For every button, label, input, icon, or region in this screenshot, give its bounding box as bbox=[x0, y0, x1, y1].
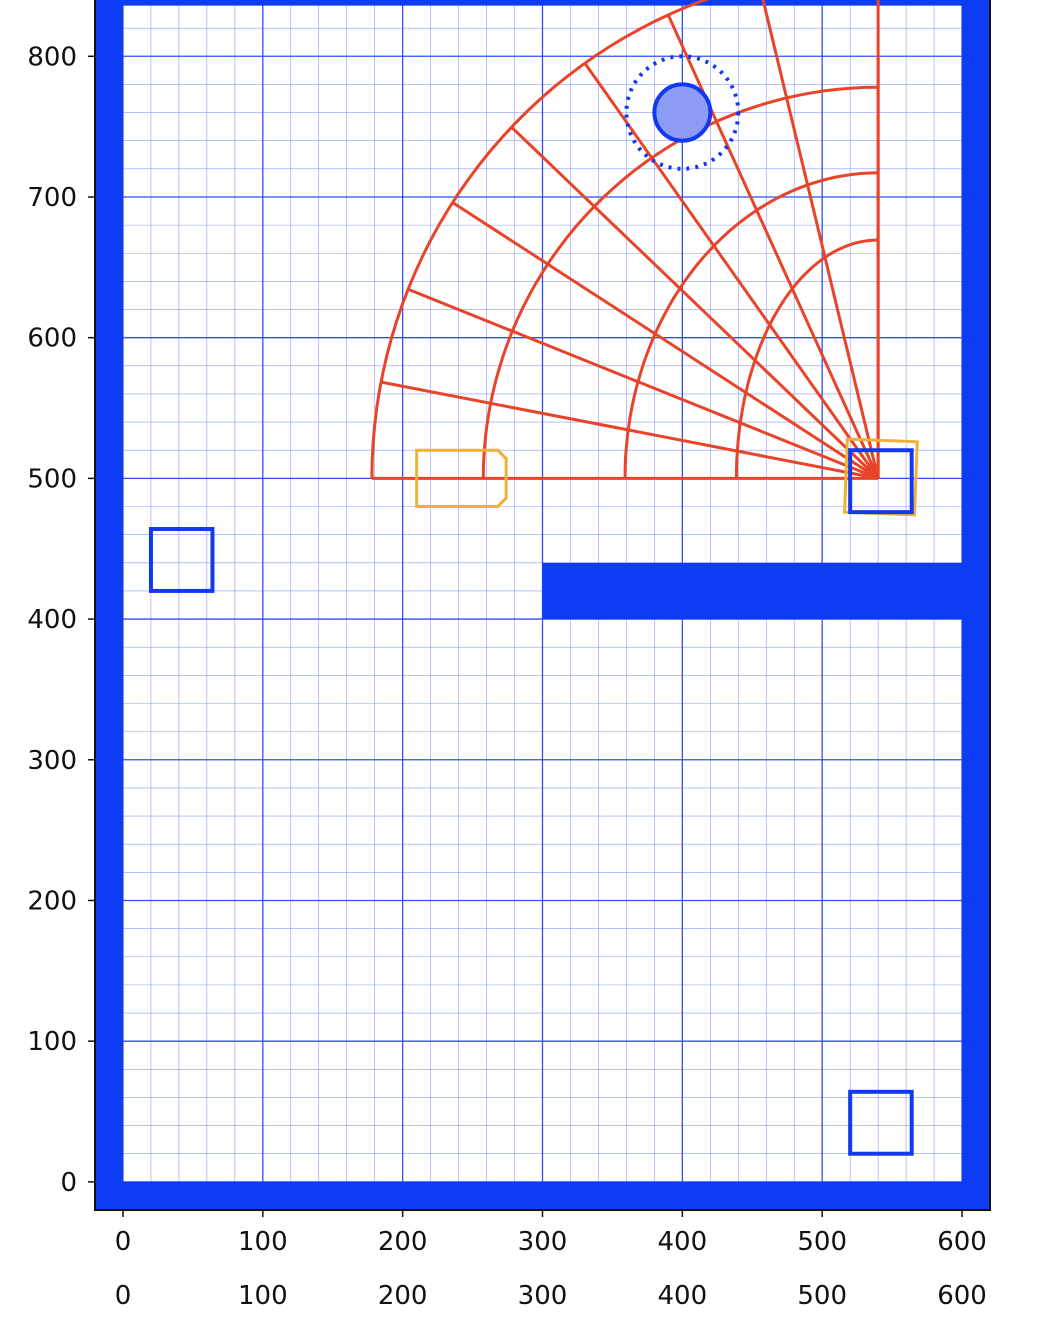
sensor-ray bbox=[510, 126, 880, 480]
x-tick-label: 200 bbox=[378, 1227, 428, 1257]
sensor-ray bbox=[761, 0, 880, 479]
sensor-arc bbox=[734, 238, 879, 479]
y-tick-label: 300 bbox=[27, 746, 77, 776]
y-tick-label: 100 bbox=[27, 1027, 77, 1057]
x-tick-label-secondary: 0 bbox=[115, 1281, 132, 1311]
agent-body bbox=[652, 82, 713, 143]
x-tick-label-secondary: 300 bbox=[518, 1281, 568, 1311]
sensor-ray bbox=[583, 62, 880, 480]
x-tick-label: 100 bbox=[238, 1227, 288, 1257]
x-tick-label: 0 bbox=[115, 1227, 132, 1257]
x-tick-label: 300 bbox=[518, 1227, 568, 1257]
y-axis-ticks: 0 100 200 300 400 500 600 700 800 bbox=[27, 42, 95, 1198]
sensor-ray bbox=[407, 287, 879, 480]
wall bbox=[95, 0, 123, 1210]
y-tick-label: 600 bbox=[27, 324, 77, 354]
goal-square bbox=[848, 1089, 914, 1156]
x-tick-label-secondary: 100 bbox=[238, 1281, 288, 1311]
wall bbox=[542, 562, 990, 620]
goal-squares bbox=[148, 448, 914, 1156]
y-tick-label: 400 bbox=[27, 605, 77, 635]
obstacle-outlines bbox=[415, 437, 919, 517]
sensor-arc bbox=[370, 0, 709, 479]
sensor-arc bbox=[623, 171, 879, 479]
x-tick-label: 600 bbox=[937, 1227, 987, 1257]
x-tick-label-secondary: 600 bbox=[937, 1281, 987, 1311]
y-tick-label: 200 bbox=[27, 886, 77, 916]
goal-square bbox=[848, 448, 914, 515]
y-tick-label: 700 bbox=[27, 183, 77, 213]
obstacle-outline bbox=[415, 448, 508, 509]
sensor-ray bbox=[451, 201, 879, 480]
sensor-arc bbox=[481, 85, 879, 479]
x-tick-label-secondary: 400 bbox=[658, 1281, 708, 1311]
x-tick-label: 500 bbox=[797, 1227, 847, 1257]
agent bbox=[624, 54, 741, 171]
wall bbox=[95, 0, 990, 6]
x-tick-label: 400 bbox=[658, 1227, 708, 1257]
agent-sensor-range bbox=[624, 54, 741, 171]
x-axis-ticks: 0 0 100 100 200 200 300 300 400 400 500 500 600 600 bbox=[115, 1210, 987, 1311]
goal-square bbox=[148, 527, 215, 593]
obstacle-outline bbox=[843, 437, 919, 517]
x-tick-label-secondary: 200 bbox=[378, 1281, 428, 1311]
y-tick-label: 0 bbox=[60, 1168, 77, 1198]
wall bbox=[95, 1181, 990, 1210]
x-tick-label-secondary: 500 bbox=[797, 1281, 847, 1311]
walls bbox=[95, 0, 990, 1210]
sensor-fan bbox=[370, 0, 880, 480]
y-tick-label: 500 bbox=[27, 464, 77, 494]
y-tick-label: 800 bbox=[27, 42, 77, 72]
